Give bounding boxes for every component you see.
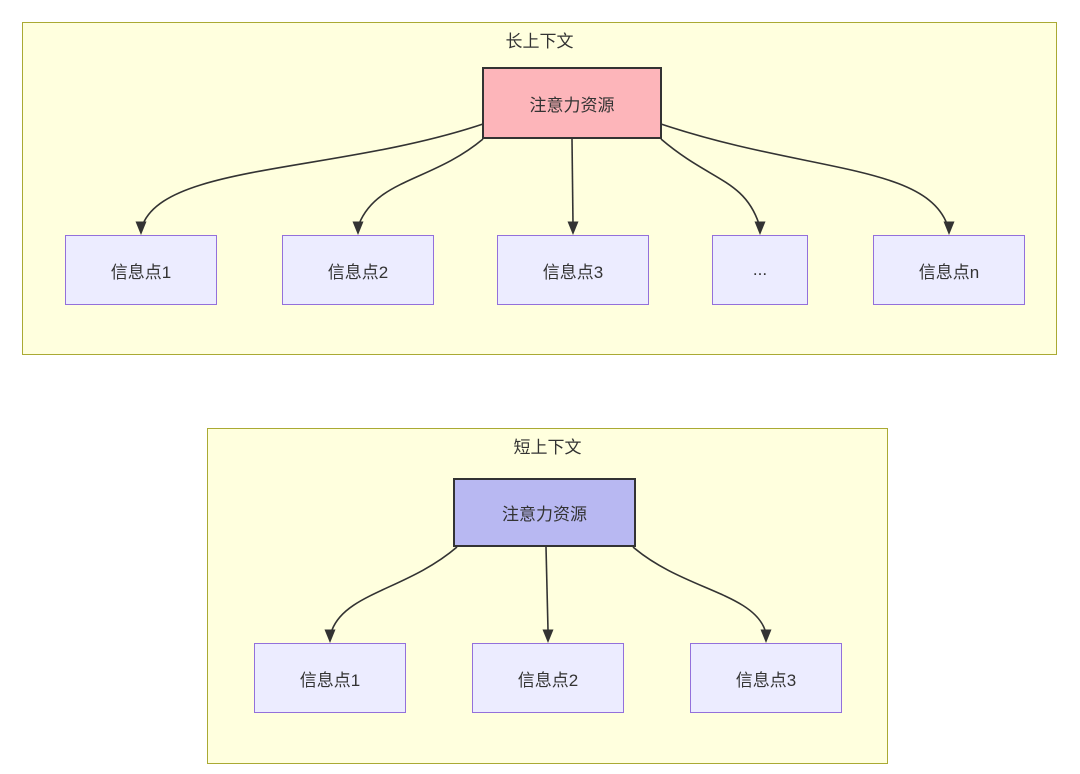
short-info-point-3-node: 信息点3 [690, 643, 842, 713]
long-context-title: 长上下文 [505, 32, 574, 51]
long-attention-resource-node: 注意力资源 [482, 67, 662, 139]
short-info-point-1-node: 信息点1 [254, 643, 406, 713]
long-info-point-n-node: 信息点n [873, 235, 1025, 305]
short-attention-resource-node: 注意力资源 [453, 478, 636, 547]
long-info-point-ellipsis-node: ... [712, 235, 808, 305]
short-context-title: 短上下文 [513, 438, 582, 457]
short-info-point-2-node: 信息点2 [472, 643, 624, 713]
long-info-point-1-node: 信息点1 [65, 235, 217, 305]
long-info-point-3-node: 信息点3 [497, 235, 649, 305]
long-info-point-2-node: 信息点2 [282, 235, 434, 305]
